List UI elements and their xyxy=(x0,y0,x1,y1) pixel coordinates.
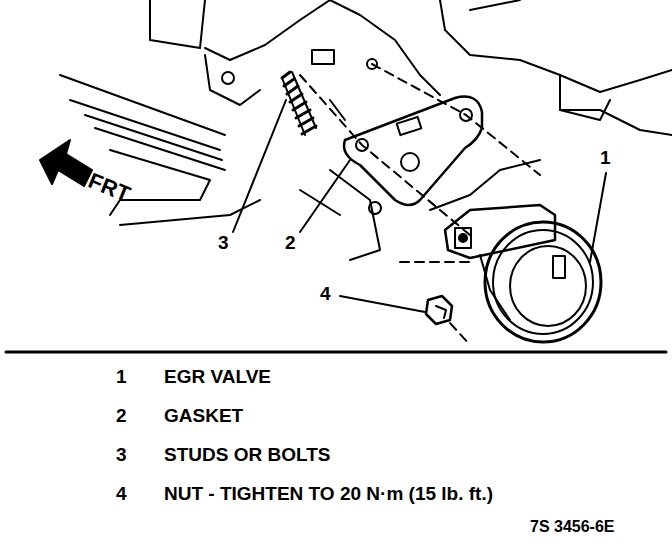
legend-number: 3 xyxy=(114,444,129,465)
alignment-line xyxy=(300,75,470,235)
egr-valve-flange xyxy=(445,205,555,258)
egr-valve-diaphragm xyxy=(485,222,601,342)
callout-number: 2 xyxy=(283,232,298,253)
egr-valve-diaphragm xyxy=(493,230,593,334)
stud-thread xyxy=(282,72,316,134)
gasket-port xyxy=(401,153,419,171)
legend-text: EGR VALVE xyxy=(162,366,273,387)
block-outline xyxy=(300,100,380,260)
manifold-tube xyxy=(60,75,225,170)
egr-valve-diaphragm xyxy=(510,246,586,326)
front-arrow xyxy=(40,140,92,186)
stud xyxy=(282,72,316,135)
legend-number: 1 xyxy=(114,366,129,387)
bolt-head xyxy=(222,72,234,84)
vacuum-nipple xyxy=(553,256,565,278)
figure-code: 7S 3456-6E xyxy=(528,518,617,536)
leader-line xyxy=(590,173,606,262)
bolt-head xyxy=(369,202,381,214)
block-outline xyxy=(430,160,540,210)
block-outline xyxy=(560,110,672,135)
nut xyxy=(426,296,452,324)
callout-number: 3 xyxy=(216,232,231,253)
legend-number: 4 xyxy=(114,483,129,504)
egr-valve-boss xyxy=(455,228,471,248)
block-outline xyxy=(470,0,610,120)
leader-line xyxy=(340,296,425,312)
alignment-line xyxy=(400,262,470,345)
legend-text: NUT - TIGHTEN TO 20 N·m (15 lb. ft.) xyxy=(162,483,495,504)
divider-line xyxy=(6,351,666,354)
callout-number: 1 xyxy=(598,147,613,168)
block-outline xyxy=(440,0,672,92)
stud-end xyxy=(459,234,467,242)
leader-line xyxy=(233,100,286,232)
block-outline xyxy=(205,55,260,105)
block-outline xyxy=(330,0,440,95)
manifold-tube xyxy=(120,200,260,225)
alignment-line xyxy=(372,64,540,175)
legend-text: STUDS OR BOLTS xyxy=(162,444,332,465)
port-opening xyxy=(312,50,334,64)
gasket xyxy=(344,97,482,205)
nut-face xyxy=(436,306,446,318)
legend-number: 2 xyxy=(114,405,129,426)
gasket-port xyxy=(397,117,422,135)
legend-text: GASKET xyxy=(162,405,245,426)
callout-number: 4 xyxy=(318,283,333,304)
leader-line xyxy=(300,160,350,232)
block-outline xyxy=(150,0,205,48)
direction-label: FRT xyxy=(83,168,135,208)
